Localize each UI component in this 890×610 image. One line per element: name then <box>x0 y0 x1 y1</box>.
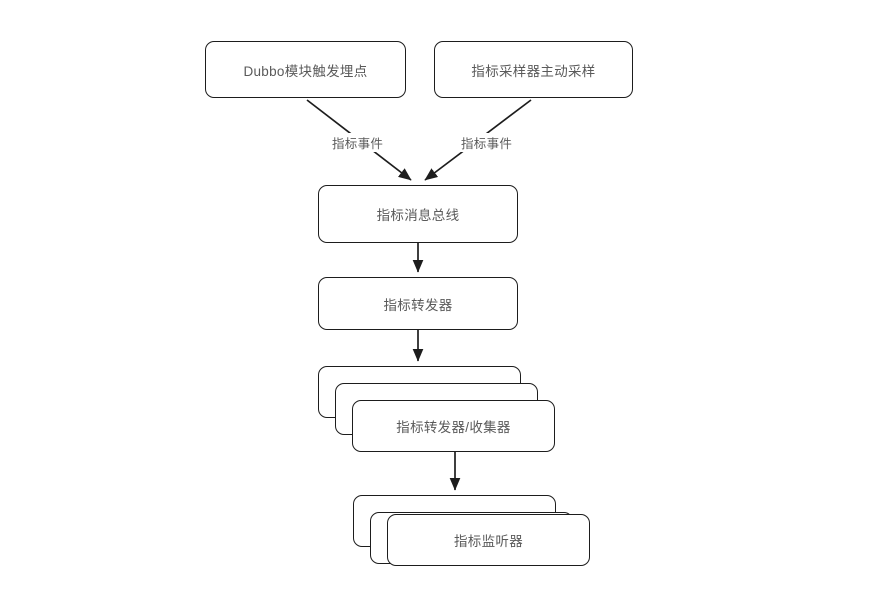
node-label: Dubbo模块触发埋点 <box>243 63 368 79</box>
node-metrics-forwarder[interactable]: 指标转发器 <box>318 277 518 330</box>
node-label: 指标监听器 <box>454 534 523 549</box>
edge-label-sampler-to-bus: 指标事件 <box>459 133 515 152</box>
node-label: 指标消息总线 <box>376 208 460 223</box>
edge-label-dubbo-to-bus: 指标事件 <box>330 133 386 152</box>
node-dubbo-trigger[interactable]: Dubbo模块触发埋点 <box>205 41 406 98</box>
node-metrics-listener[interactable]: 指标监听器 <box>387 514 590 566</box>
node-metrics-bus[interactable]: 指标消息总线 <box>318 185 518 243</box>
node-label: 指标转发器 <box>383 297 453 313</box>
node-label: 指标采样器主动采样 <box>471 63 596 79</box>
node-sampler-active[interactable]: 指标采样器主动采样 <box>434 41 633 98</box>
node-label: 指标转发器/收集器 <box>396 420 511 435</box>
node-forwarder-collector[interactable]: 指标转发器/收集器 <box>352 400 555 452</box>
